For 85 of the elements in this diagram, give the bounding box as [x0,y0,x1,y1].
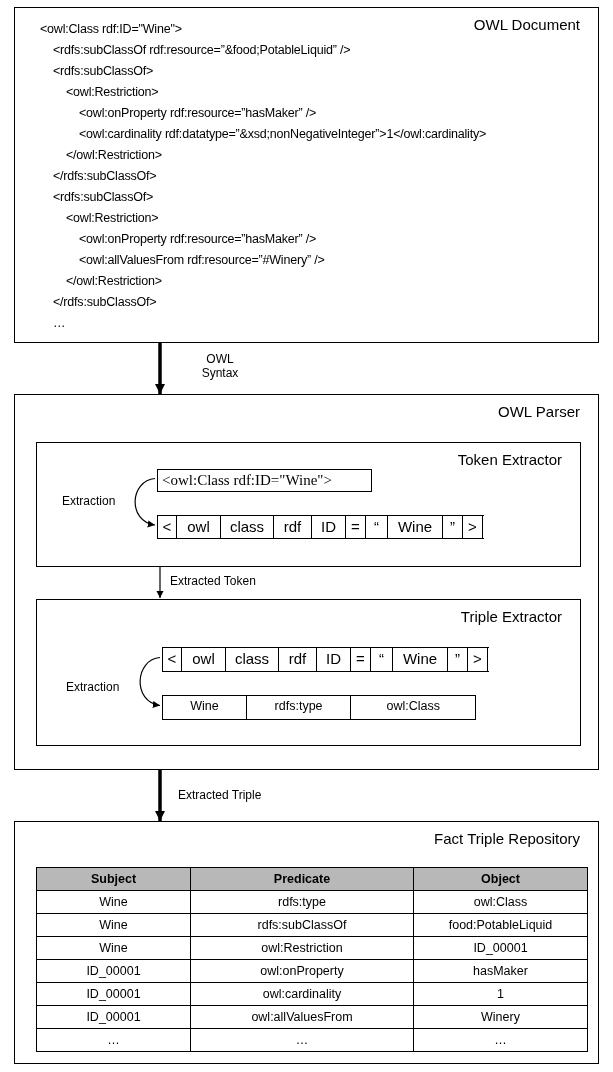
code-line: <rdfs:subClassOf> [53,64,154,78]
code-line: <rdfs:subClassOf rdf:resource=”&food;PotableLiquid” /> [53,43,351,57]
arrow [155,343,165,394]
extractor-panel [36,599,581,746]
table-cell: ID_00001 [413,936,588,960]
extractor-panel [36,442,581,567]
panel-heading: Fact Triple Repository [434,830,580,847]
token-cell: class [226,648,279,671]
token-cell: ” [448,648,468,671]
token-cell: < [158,516,177,538]
table-cell: Wine [36,890,191,914]
table-cell: … [36,1028,191,1052]
table-header-cell: Subject [36,867,191,891]
token-cell: “ [366,516,388,538]
table-cell: owl:Restriction [190,936,414,960]
token-cell: < [163,648,182,671]
table-cell: 1 [413,982,588,1006]
token-cell: rdf [279,648,317,671]
repository-panel [14,821,599,1064]
code-line: <owl:allValuesFrom rdf:resource=”#Winery” /> [79,253,325,267]
table-cell: owl:allValuesFrom [190,1005,414,1029]
token-cell: ID [312,516,346,538]
code-line: <rdfs:subClassOf> [53,190,154,204]
arrow [155,770,165,821]
code-line: <owl:Restriction> [66,85,159,99]
token-cell: ” [443,516,463,538]
triple-cell: rdfs:type [246,696,352,719]
table-cell: ID_00001 [36,959,191,983]
panel-heading: OWL Document [473,16,580,33]
code-line: <owl:Class rdf:ID="Wine"> [40,22,182,36]
token-cell: = [351,648,371,671]
token-cell: ID [317,648,351,671]
table-header-cell: Predicate [190,867,414,891]
token-row [162,647,489,672]
code-line: </owl:Restriction> [66,148,162,162]
triple-cell: Wine [163,696,247,719]
table-cell: rdfs:subClassOf [190,913,414,937]
token-cell: > [468,648,488,671]
token-row [157,515,484,539]
panel-heading: Triple Extractor [460,608,562,625]
source-tag-box: <owl:Class rdf:ID="Wine"> [157,469,372,492]
table-cell: owl:onProperty [190,959,414,983]
edge-label: Extracted Triple [178,788,262,802]
table-cell: … [190,1028,414,1052]
table-cell: owl:cardinality [190,982,414,1006]
panel-heading: Token Extractor [457,451,562,468]
token-cell: owl [182,648,226,671]
document-panel [14,7,599,343]
token-cell: Wine [388,516,443,538]
triple-row [162,695,476,720]
code-line: </owl:Restriction> [66,274,162,288]
token-cell: = [346,516,366,538]
code-line: <owl:Restriction> [66,211,159,225]
table-header-cell: Object [413,867,588,891]
code-line: … [53,316,66,330]
table-cell: … [413,1028,588,1052]
arrow [134,477,156,527]
table-cell: owl:Class [413,890,588,914]
code-line: <owl:onProperty rdf:resource=”hasMaker” /> [79,106,317,120]
token-cell: owl [177,516,221,538]
triple-cell: owl:Class [351,696,476,719]
code-line: </rdfs:subClassOf> [53,169,157,183]
table-cell: Wine [36,913,191,937]
table-cell: Wine [36,936,191,960]
arrow [156,565,164,599]
table-cell: Winery [413,1005,588,1029]
table-cell: hasMaker [413,959,588,983]
edge-label: Extraction [62,494,116,508]
table-cell: ID_00001 [36,982,191,1006]
code-line: <owl:cardinality rdf:datatype=”&xsd;nonNegativeInteger”>1</owl:cardinality> [79,127,487,141]
token-cell: Wine [393,648,448,671]
parser-panel [14,394,599,770]
code-line: <owl:onProperty rdf:resource=”hasMaker” /> [79,232,317,246]
arrow [139,656,161,708]
token-cell: class [221,516,274,538]
code-line: </rdfs:subClassOf> [53,295,157,309]
edge-label: Extraction [66,680,120,694]
table-cell: rdfs:type [190,890,414,914]
panel-heading: OWL Parser [498,403,580,420]
edge-label: Extracted Token [170,574,256,588]
token-cell: “ [371,648,393,671]
table-cell: ID_00001 [36,1005,191,1029]
table-cell: food:PotableLiquid [413,913,588,937]
token-cell: rdf [274,516,312,538]
token-cell: > [463,516,483,538]
